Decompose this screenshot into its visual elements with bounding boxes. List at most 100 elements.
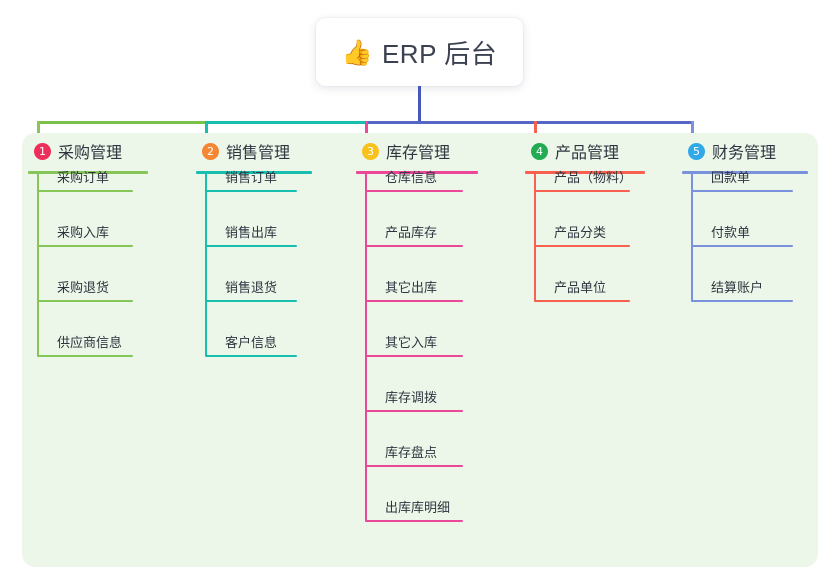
leaf-item-label: 采购订单: [57, 170, 110, 185]
leaf-item-underline: [534, 300, 630, 302]
leaf-item-label: 结算账户: [711, 280, 764, 295]
leaf-item-underline: [205, 300, 297, 302]
leaf-item[interactable]: 付款单: [691, 222, 793, 247]
root-trunk-line: [418, 86, 421, 124]
leaf-item[interactable]: 产品库存: [365, 222, 463, 247]
branch-column-4: 4 产品管理产品（物料） 产品分类产品单位: [525, 133, 645, 302]
leaf-item[interactable]: 产品分类: [534, 222, 630, 247]
branch-header-underline: [356, 171, 478, 174]
branch-header-underline: [196, 171, 312, 174]
leaf-item-label: 仓库信息: [385, 170, 438, 185]
leaf-item-label: 库存调拨: [385, 390, 438, 405]
branch-number-badge: 1: [34, 142, 51, 160]
leaf-item-label: 出库库明细: [385, 500, 451, 515]
root-node-content: 👍 ERP 后台: [342, 34, 497, 71]
leaf-item-underline: [365, 190, 463, 192]
branch-header-4[interactable]: 4 产品管理: [525, 133, 645, 169]
leaf-item-underline: [691, 245, 793, 247]
bus-segment-left: [37, 121, 208, 124]
leaf-item[interactable]: 其它入库: [365, 332, 463, 357]
bus-segment-right: [365, 121, 694, 124]
branch-spine: [37, 174, 39, 356]
leaf-item-label: 其它出库: [385, 280, 438, 295]
leaf-item-underline: [365, 300, 463, 302]
leaf-item-underline: [365, 520, 463, 522]
root-node-erp-backend[interactable]: 👍 ERP 后台: [316, 18, 523, 86]
leaf-item-underline: [205, 355, 297, 357]
leaf-item-label: 供应商信息: [57, 335, 123, 350]
leaf-item[interactable]: 供应商信息: [37, 332, 133, 357]
branch-number-badge: 4: [531, 142, 548, 160]
leaf-item[interactable]: 库存调拨: [365, 387, 463, 412]
leaf-item-label: 回款单: [711, 170, 751, 185]
leaf-item[interactable]: 采购退货: [37, 277, 133, 302]
leaf-item[interactable]: 销售出库: [205, 222, 297, 247]
leaf-item-label: 采购退货: [57, 280, 110, 295]
branch-title: 产品管理: [555, 145, 620, 162]
leaf-item-underline: [37, 190, 133, 192]
leaf-item[interactable]: 结算账户: [691, 277, 793, 302]
branch-spine: [205, 174, 207, 356]
leaf-item-underline: [365, 355, 463, 357]
branch-title: 库存管理: [386, 145, 451, 162]
leaf-item[interactable]: 产品单位: [534, 277, 630, 302]
leaf-item[interactable]: 产品（物料）: [534, 167, 633, 192]
leaf-item[interactable]: 客户信息: [205, 332, 297, 357]
branch-title: 财务管理: [712, 145, 777, 162]
leaf-item-label: 其它入库: [385, 335, 438, 350]
branch-header-underline: [28, 171, 148, 174]
leaf-item-underline: [205, 190, 297, 192]
leaf-item-label: 销售订单: [225, 170, 278, 185]
branch-header-3[interactable]: 3 库存管理: [356, 133, 478, 169]
leaf-item-label: 产品（物料）: [554, 170, 633, 185]
leaf-item[interactable]: 库存盘点: [365, 442, 463, 467]
leaf-item-underline: [365, 245, 463, 247]
leaf-item[interactable]: 仓库信息: [365, 167, 463, 192]
branch-header-5[interactable]: 5 财务管理: [682, 133, 808, 169]
branch-header-underline: [525, 171, 645, 174]
leaf-item-label: 采购入库: [57, 225, 110, 240]
leaf-item-underline: [205, 245, 297, 247]
thumbs-up-icon: 👍: [341, 37, 373, 67]
leaf-item[interactable]: 采购订单: [37, 167, 133, 192]
branch-column-1: 1 采购管理采购订单采购入库采购退货供应商信息: [28, 133, 148, 357]
leaf-item-label: 销售退货: [225, 280, 278, 295]
bus-segment-middle: [205, 121, 368, 124]
branch-title: 采购管理: [58, 145, 123, 162]
leaf-item-underline: [37, 245, 133, 247]
leaf-item-underline: [691, 300, 793, 302]
root-node-label: ERP 后台: [381, 38, 498, 69]
leaf-item[interactable]: 采购入库: [37, 222, 133, 247]
leaf-item-underline: [37, 300, 133, 302]
branches-panel: 1 采购管理采购订单采购入库采购退货供应商信息 2 销售管理销售订单销售出库销售退货客…: [22, 133, 818, 567]
branch-header-underline: [682, 171, 808, 174]
leaf-item-underline: [37, 355, 133, 357]
leaf-item-label: 付款单: [711, 225, 751, 240]
branch-spine: [691, 174, 693, 301]
leaf-item[interactable]: 销售退货: [205, 277, 297, 302]
leaf-item-label: 客户信息: [225, 335, 278, 350]
branch-header-2[interactable]: 2 销售管理: [196, 133, 312, 169]
leaf-item-label: 产品库存: [385, 225, 438, 240]
branch-spine: [534, 174, 536, 301]
leaf-item-underline: [365, 410, 463, 412]
leaf-item-label: 产品单位: [554, 280, 607, 295]
leaf-item-underline: [534, 245, 630, 247]
leaf-item[interactable]: 回款单: [691, 167, 793, 192]
leaf-item[interactable]: 其它出库: [365, 277, 463, 302]
leaf-item-underline: [365, 465, 463, 467]
leaf-item[interactable]: 销售订单: [205, 167, 297, 192]
leaf-item-label: 销售出库: [225, 225, 278, 240]
leaf-item-underline: [534, 190, 630, 192]
branch-number-badge: 5: [688, 142, 705, 160]
branch-number-badge: 3: [362, 142, 379, 160]
branch-title: 销售管理: [226, 145, 291, 162]
branch-spine: [365, 174, 367, 521]
branch-column-5: 5 财务管理回款单付款单结算账户: [682, 133, 808, 302]
branch-header-1[interactable]: 1 采购管理: [28, 133, 148, 169]
branch-number-badge: 2: [202, 142, 219, 160]
branch-column-3: 3 库存管理仓库信息产品库存其它出库其它入库库存调拨库存盘点出库库明细: [356, 133, 478, 522]
leaf-item[interactable]: 出库库明细: [365, 497, 463, 522]
branch-column-2: 2 销售管理销售订单销售出库销售退货客户信息: [196, 133, 312, 357]
